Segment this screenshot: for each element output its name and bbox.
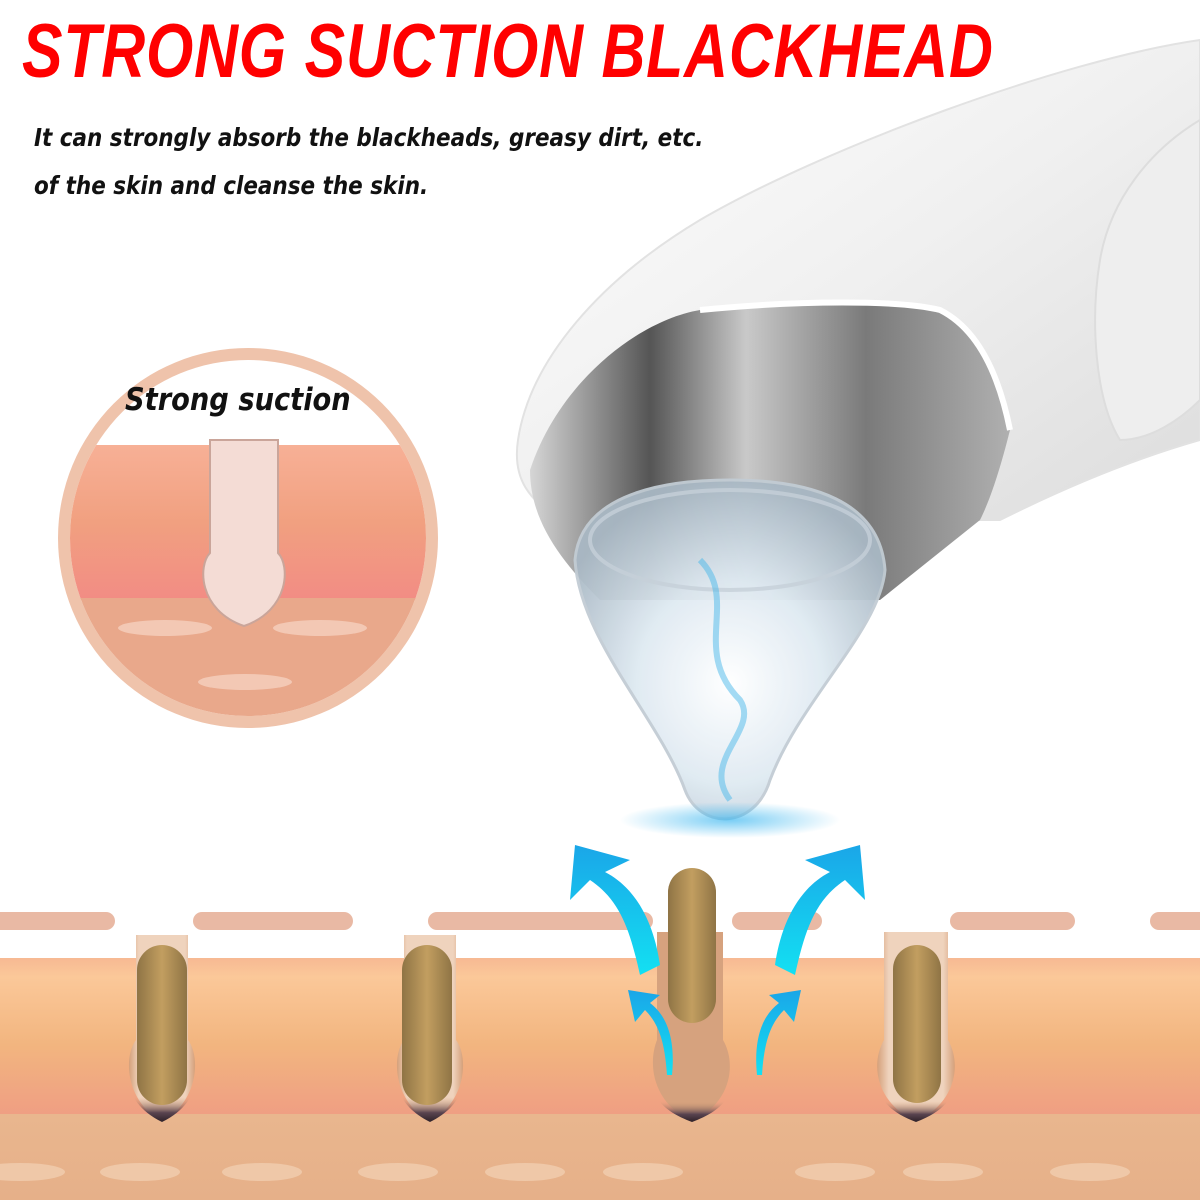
pore-clogged (877, 932, 955, 1122)
description-text: It can strongly absorb the blackheads, g… (34, 123, 704, 200)
suction-arrow-icons (570, 845, 865, 1075)
pore-clogged (396, 935, 464, 1122)
skin-cross-section (0, 912, 1200, 1200)
suction-tip (573, 478, 887, 838)
pore-clogged (128, 935, 196, 1122)
pore-extracting (650, 868, 734, 1122)
pore-clogged (951, 935, 1029, 1122)
headline: STRONG SUCTION BLACKHEAD (22, 9, 994, 94)
callout-label: Strong suction (125, 382, 351, 418)
